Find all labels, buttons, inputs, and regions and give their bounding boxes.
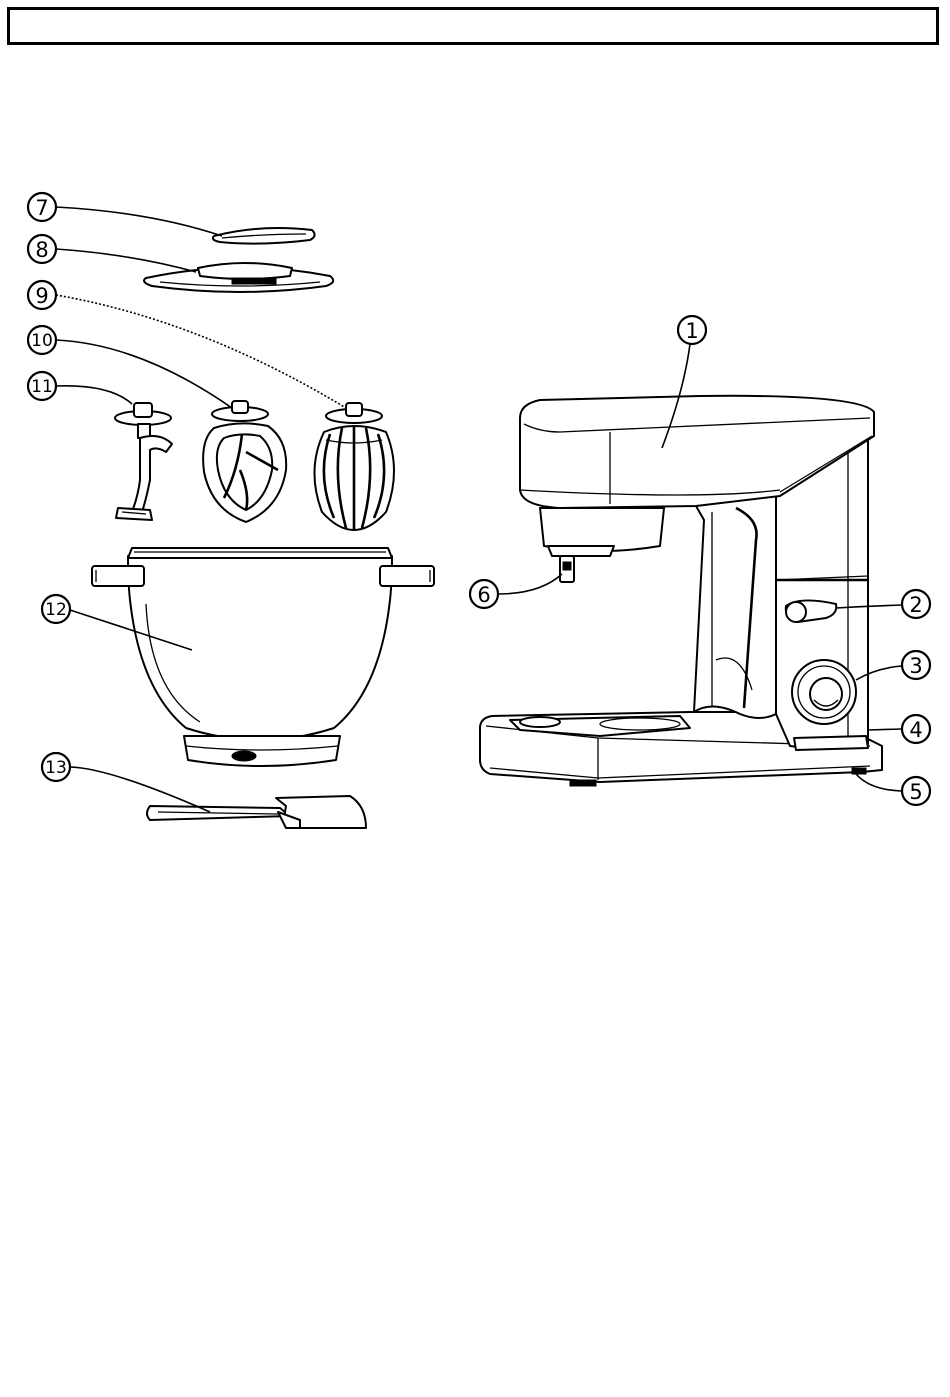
callout-6-label: 6	[477, 583, 490, 607]
part-13-spatula	[147, 796, 366, 828]
callout-10-label: 10	[31, 331, 53, 351]
callout-13-label: 13	[45, 758, 67, 778]
part-12-mixing-bowl	[92, 548, 434, 766]
part-9-wire-whisk	[314, 403, 394, 530]
callout-13: 13	[42, 753, 210, 812]
callout-8: 8	[28, 235, 196, 272]
callout-12-label: 12	[45, 600, 67, 620]
callout-2-label: 2	[909, 593, 922, 617]
part-7-splash-guard-cap	[213, 228, 315, 244]
part-11-dough-hook	[115, 403, 172, 520]
callout-1-label: 1	[685, 319, 698, 343]
stand-mixer	[480, 396, 882, 786]
callout-11: 11	[28, 372, 132, 404]
callout-3-label: 3	[909, 654, 922, 678]
callout-11-label: 11	[31, 377, 53, 397]
callout-9: 9	[28, 281, 346, 408]
part-10-flat-beater	[203, 401, 286, 522]
callout-8-label: 8	[35, 238, 48, 262]
callout-9-label: 9	[35, 284, 48, 308]
callout-7: 7	[28, 193, 222, 236]
callout-7-label: 7	[35, 196, 48, 220]
callout-4: 4	[868, 715, 930, 743]
callout-6: 6	[470, 574, 562, 608]
callout-4-label: 4	[909, 718, 922, 742]
callout-10: 10	[28, 326, 232, 408]
callout-5-label: 5	[909, 780, 922, 804]
callout-5: 5	[856, 774, 930, 805]
part-8-bowl-lid	[144, 263, 333, 292]
